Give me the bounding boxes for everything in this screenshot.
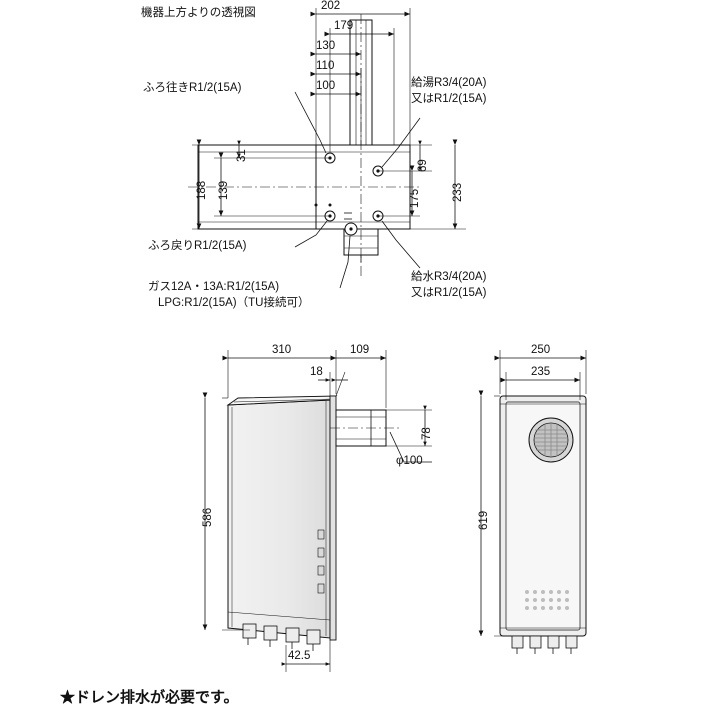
dim-100: 100 bbox=[316, 80, 336, 92]
callout-kyuto-line2: 又はR1/2(15A) bbox=[411, 93, 487, 105]
dim-110: 110 bbox=[316, 60, 335, 72]
dim-202: 202 bbox=[321, 0, 341, 12]
callout-furo-yuki: ふろ往きR1/2(15A) bbox=[143, 82, 242, 94]
dim-69: 69 bbox=[417, 159, 429, 172]
dim-235: 235 bbox=[531, 366, 551, 378]
dim-179: 179 bbox=[334, 20, 354, 32]
vent-grid bbox=[525, 590, 569, 610]
callout-gas-line2: LPG:R1/2(15A)（TU接続可） bbox=[158, 297, 310, 309]
dim-31: 31 bbox=[236, 149, 248, 162]
dim-586: 586 bbox=[202, 507, 214, 527]
side-view-group bbox=[202, 350, 432, 672]
dim-175: 175 bbox=[409, 188, 421, 208]
dim-188: 188 bbox=[196, 180, 208, 200]
front-view-group bbox=[478, 350, 587, 654]
dim-42-5: 42.5 bbox=[288, 650, 311, 662]
dim-233: 233 bbox=[452, 182, 464, 202]
dim-18: 18 bbox=[310, 366, 323, 378]
callout-kyusui-line1: 給水R3/4(20A) bbox=[411, 271, 487, 283]
callout-kyuto-line1: 給湯R3/4(20A) bbox=[411, 77, 487, 89]
dim-139: 139 bbox=[218, 180, 230, 200]
callout-gas-line1: ガス12A・13A:R1/2(15A) bbox=[148, 281, 280, 293]
dim-130: 130 bbox=[316, 40, 336, 52]
callout-kyusui-line2: 又はR1/2(15A) bbox=[411, 287, 487, 299]
dim-619: 619 bbox=[478, 510, 490, 530]
callout-furo-modori: ふろ戻りR1/2(15A) bbox=[148, 240, 247, 252]
footer-note: ★ドレン排水が必要です。 bbox=[60, 689, 239, 706]
dim-310: 310 bbox=[272, 344, 292, 356]
dim-109: 109 bbox=[350, 344, 370, 356]
dim-phi100: φ100 bbox=[396, 455, 423, 467]
top-view-group bbox=[188, 8, 466, 289]
dim-78: 78 bbox=[421, 427, 433, 440]
dim-250: 250 bbox=[531, 344, 551, 356]
top-view-title: 機器上方よりの透視図 bbox=[141, 7, 256, 19]
